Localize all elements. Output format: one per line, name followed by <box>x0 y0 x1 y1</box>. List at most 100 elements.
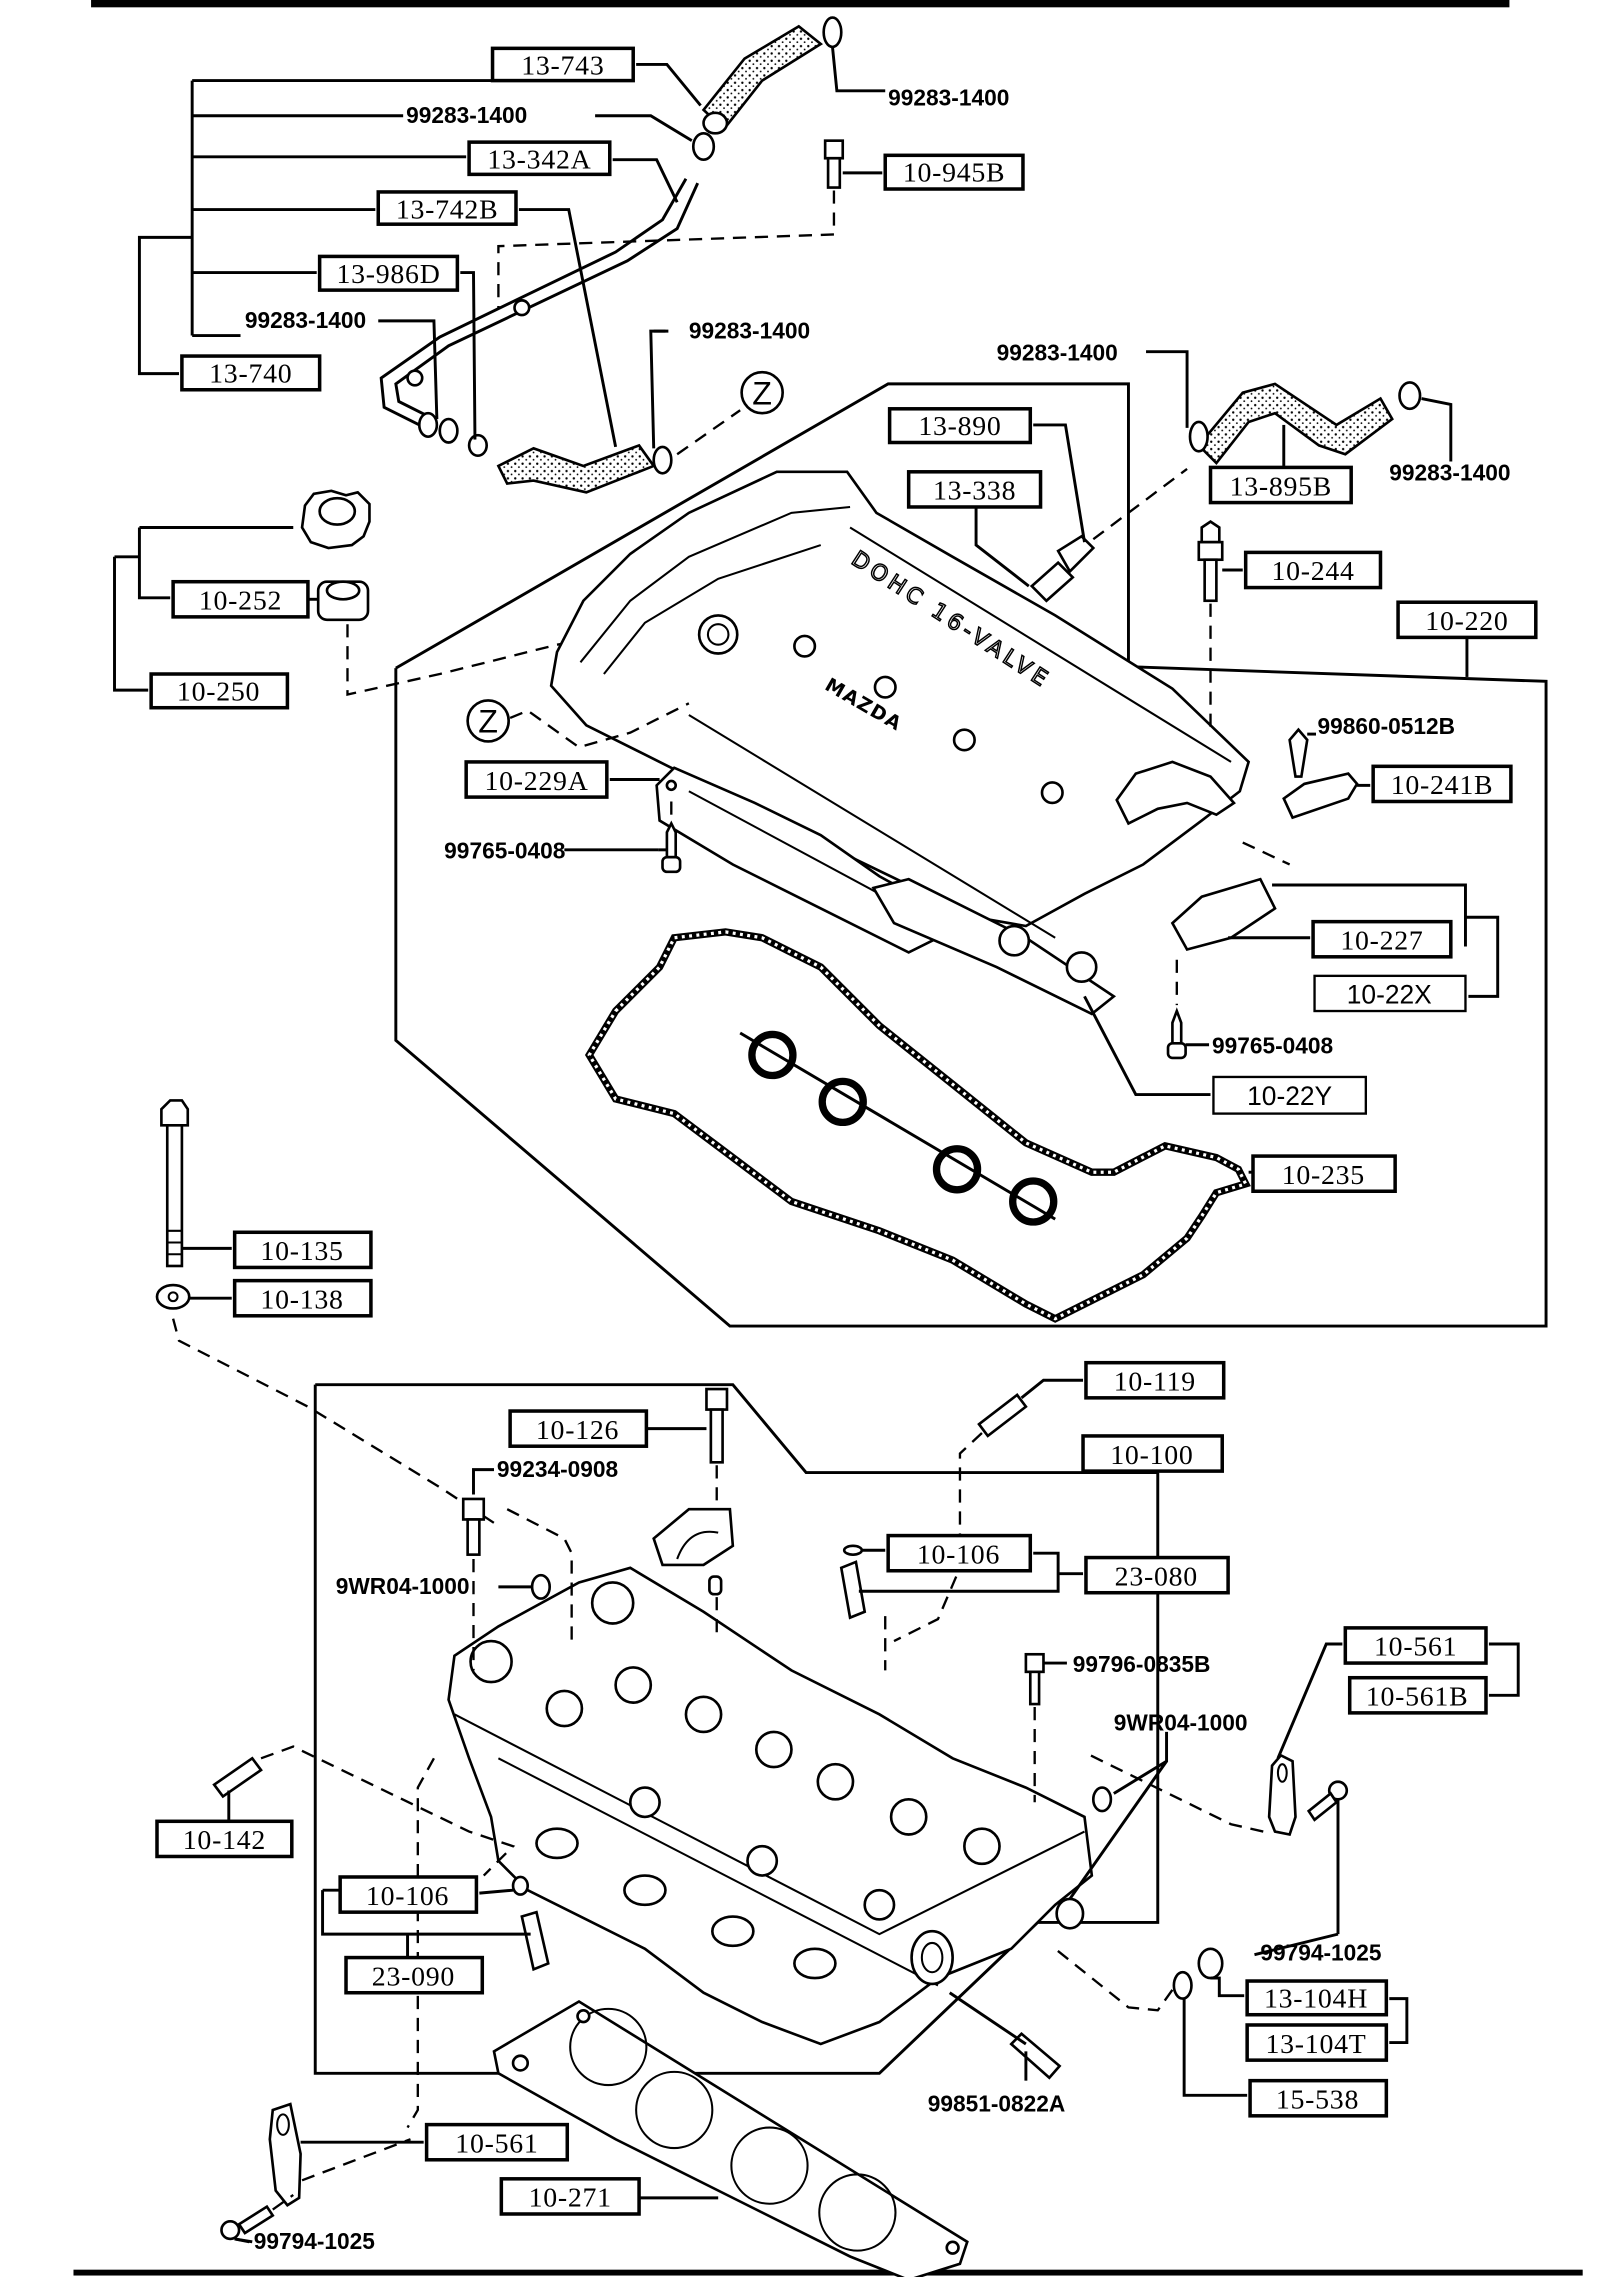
bolt-99796-0835B[interactable] <box>1024 1652 1045 1706</box>
hose-clamp-icon[interactable] <box>1398 381 1422 411</box>
boxed-label-10-227[interactable]: 10-227 <box>1311 919 1453 959</box>
valve-guide[interactable] <box>520 1910 550 1972</box>
label-99851-0822A[interactable]: 99851-0822A <box>928 2090 1066 2116</box>
label-99796-0835B[interactable]: 99796-0835B <box>1073 1651 1211 1677</box>
boxed-label-10-244[interactable]: 10-244 <box>1243 550 1383 590</box>
label-99765-0408[interactable]: 99765-0408 <box>1212 1033 1333 1059</box>
valve-seal-clip[interactable] <box>842 1544 864 1556</box>
label-99794-1025[interactable]: 99794-1025 <box>1260 1940 1381 1966</box>
boxed-label-10-119[interactable]: 10-119 <box>1084 1360 1226 1400</box>
screw-99765-0408[interactable] <box>1166 1007 1187 1060</box>
boxed-label-13-895B[interactable]: 13-895B <box>1208 465 1353 505</box>
boxed-label-15-538[interactable]: 15-538 <box>1248 2078 1389 2118</box>
boxed-label-10-126[interactable]: 10-126 <box>508 1409 649 1448</box>
label-99283-1400[interactable]: 99283-1400 <box>997 339 1118 365</box>
screw-99860-0512B[interactable] <box>1288 727 1309 778</box>
cylinder-head-cover[interactable]: DOHC 16-VALVE MAZDA <box>549 470 1251 939</box>
boxed-label-10-22X[interactable]: 10-22X <box>1313 974 1467 1013</box>
svg-text:10-241B: 10-241B <box>1391 770 1494 801</box>
boxed-label-23-090[interactable]: 23-090 <box>344 1955 485 1995</box>
boxed-label-13-104T[interactable]: 13-104T <box>1245 2023 1389 2062</box>
engine-hanger-10-561[interactable] <box>1267 1753 1297 1837</box>
spark-plug-seal-plate[interactable] <box>871 877 1117 1016</box>
screw-99765-0408[interactable] <box>661 820 682 874</box>
svg-text:23-080: 23-080 <box>1115 1561 1198 1592</box>
boxed-label-13-742B[interactable]: 13-742B <box>376 190 518 226</box>
engine-hanger-10-561[interactable] <box>268 2102 302 2207</box>
boxed-label-10-252[interactable]: 10-252 <box>171 579 310 619</box>
label-9WR04-1000[interactable]: 9WR04-1000 <box>336 1573 470 1599</box>
label-99794-1025[interactable]: 99794-1025 <box>254 2228 375 2254</box>
stud-bolt-10-142[interactable] <box>212 1756 263 1799</box>
bolt-10-945B[interactable] <box>823 139 845 189</box>
label-99283-1400[interactable]: 99283-1400 <box>689 317 810 343</box>
plug-9WR04-1000[interactable] <box>1091 1786 1113 1813</box>
boxed-label-10-561B[interactable]: 10-561B <box>1347 1675 1488 1715</box>
label-99283-1400[interactable]: 99283-1400 <box>888 84 1009 110</box>
boxed-label-13-338[interactable]: 13-338 <box>906 470 1043 509</box>
label-99283-1400[interactable]: 99283-1400 <box>1389 460 1510 486</box>
boxed-label-10-142[interactable]: 10-142 <box>155 1819 294 1859</box>
head-bolt-10-135[interactable] <box>160 1099 190 1268</box>
boxed-label-10-100[interactable]: 10-100 <box>1081 1434 1224 1473</box>
label-99860-0512B[interactable]: 99860-0512B <box>1317 713 1455 739</box>
gasket-15-538[interactable] <box>1172 1970 1193 2000</box>
cylinder-head-10-100[interactable] <box>447 1566 1094 2046</box>
boxed-label-10-229A[interactable]: 10-229A <box>464 760 609 799</box>
boxed-label-13-743[interactable]: 13-743 <box>490 46 635 83</box>
hose-clamp-icon[interactable] <box>822 16 843 49</box>
hose-clamp-icon[interactable] <box>691 132 716 162</box>
boxed-label-13-986D[interactable]: 13-986D <box>317 254 460 292</box>
stud-bolt-10-119[interactable] <box>977 1393 1028 1438</box>
boxed-label-10-241B[interactable]: 10-241B <box>1371 764 1513 804</box>
boxed-label-13-740[interactable]: 13-740 <box>180 354 322 392</box>
boxed-label-10-106[interactable]: 10-106 <box>886 1533 1033 1573</box>
boxed-label-10-220[interactable]: 10-220 <box>1396 600 1538 640</box>
label-99283-1400[interactable]: 99283-1400 <box>406 102 527 128</box>
head-gasket-10-271[interactable] <box>492 1999 969 2277</box>
plug-9WR04-1000[interactable] <box>530 1573 552 1600</box>
boxed-label-10-561[interactable]: 10-561 <box>1343 1626 1488 1665</box>
boxed-label-10-235[interactable]: 10-235 <box>1251 1154 1397 1194</box>
boxed-label-10-271[interactable]: 10-271 <box>499 2177 641 2216</box>
boxed-label-10-106[interactable]: 10-106 <box>338 1875 479 1914</box>
stud-bolt-10-244[interactable] <box>1197 520 1224 603</box>
pcv-valve[interactable] <box>1029 534 1096 603</box>
label-99234-0908[interactable]: 99234-0908 <box>497 1456 618 1482</box>
boxed-label-10-22Y[interactable]: 10-22Y <box>1212 1075 1368 1115</box>
hose-clamp-icon[interactable] <box>1188 420 1209 453</box>
boxed-label-10-138[interactable]: 10-138 <box>232 1278 373 1318</box>
boxed-label-13-890[interactable]: 13-890 <box>887 407 1033 445</box>
valve-seal-clip[interactable] <box>511 1875 530 1896</box>
bolt-99234-0908[interactable] <box>461 1497 486 1556</box>
boxed-label-23-080[interactable]: 23-080 <box>1084 1555 1230 1595</box>
boxed-label-10-561[interactable]: 10-561 <box>424 2122 570 2162</box>
bolt-99794-1025[interactable] <box>1306 1780 1349 1822</box>
valve-cover-gasket-10-235[interactable] <box>584 928 1251 1323</box>
plug-9WR04-1000[interactable] <box>1055 1897 1085 1930</box>
label-99283-1400[interactable]: 99283-1400 <box>245 307 366 333</box>
bracket-10-241B[interactable] <box>1282 772 1359 820</box>
label-99765-0408[interactable]: 99765-0408 <box>444 838 565 864</box>
outlet-plug-13-104H[interactable] <box>1197 1947 1224 1980</box>
washer-10-138[interactable] <box>155 1283 191 1310</box>
svg-text:10-100: 10-100 <box>1110 1440 1193 1471</box>
svg-text:10-244: 10-244 <box>1271 556 1354 587</box>
boxed-label-13-104H[interactable]: 13-104H <box>1245 1979 1389 2017</box>
boxed-label-10-250[interactable]: 10-250 <box>149 672 290 710</box>
cover-bracket-10-227[interactable] <box>1170 877 1277 952</box>
hose-clamp-icon[interactable] <box>438 417 459 444</box>
hose-13-895B[interactable] <box>1197 382 1394 466</box>
label-9WR04-1000[interactable]: 9WR04-1000 <box>1114 1709 1248 1735</box>
bolt-10-126[interactable] <box>705 1387 729 1464</box>
boxed-label-13-342A[interactable]: 13-342A <box>467 140 612 177</box>
camshaft-cap[interactable] <box>652 1507 735 1567</box>
svg-text:10-106: 10-106 <box>917 1539 1000 1570</box>
boxed-label-10-135[interactable]: 10-135 <box>232 1230 373 1270</box>
valve-guide[interactable] <box>839 1560 867 1620</box>
hose-13-742B[interactable] <box>496 443 656 494</box>
svg-text:13-104T: 13-104T <box>1266 2029 1367 2060</box>
hose-clamp-icon[interactable] <box>652 445 673 475</box>
bolt-99794-1025[interactable] <box>220 2204 275 2241</box>
boxed-label-10-945B[interactable]: 10-945B <box>883 153 1025 191</box>
